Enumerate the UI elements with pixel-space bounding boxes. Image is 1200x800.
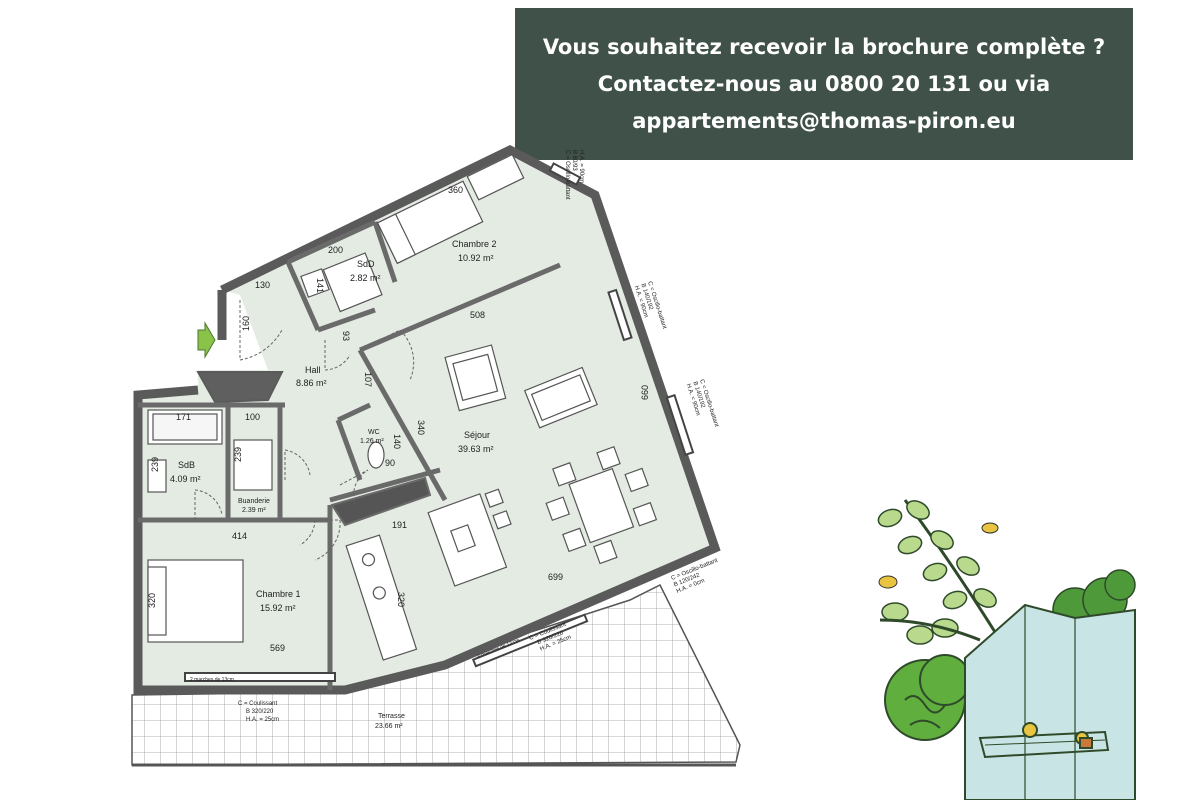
svg-text:C = Oscillo-battant: C = Oscillo-battant xyxy=(564,150,570,200)
room-name-buanderie: Buanderie xyxy=(238,498,270,505)
entry-arrow-icon xyxy=(197,321,216,359)
dining-table xyxy=(545,445,658,565)
room-name-sdb: SdB xyxy=(178,460,195,470)
dim-660: 660 xyxy=(640,385,650,400)
bee-icon xyxy=(878,522,999,589)
doors xyxy=(194,300,415,561)
svg-text:H.A. = 90cm: H.A. = 90cm xyxy=(578,150,584,183)
shower xyxy=(322,252,383,313)
sdd-sink xyxy=(300,268,330,298)
room-area-chambre1: 15.92 m² xyxy=(260,603,296,613)
laundry-machines xyxy=(233,439,273,491)
brochure-banner: Vous souhaitez recevoir la brochure comp… xyxy=(515,8,1133,160)
armchair xyxy=(444,344,507,412)
outer-walls xyxy=(133,144,721,695)
tree-icon xyxy=(884,654,971,741)
dim-171: 171 xyxy=(176,412,191,422)
dim-569: 569 xyxy=(270,643,285,653)
room-area-buanderie: 2.39 m² xyxy=(242,507,266,514)
svg-text:B 80/93: B 80/93 xyxy=(571,150,577,171)
room-name-sejour: Séjour xyxy=(464,430,490,440)
window-label-5: C = Coulissant B 320/220 H.A. = 25cm xyxy=(238,701,279,723)
apartment-floor xyxy=(138,150,715,690)
room-name-chambre1: Chambre 1 xyxy=(256,589,301,599)
sdb-sink xyxy=(147,459,167,493)
dim-160: 160 xyxy=(241,316,251,331)
glass-building xyxy=(964,603,1136,800)
window-label-3: C = Oscillo-battant B 140/192 H.A. = 90c… xyxy=(685,379,719,428)
banner-line-3: appartements@thomas-piron.eu xyxy=(632,108,1016,133)
steps-note-1: 2 marches de 13cm xyxy=(190,677,234,683)
dim-239b: 239 xyxy=(233,447,243,462)
dim-508: 508 xyxy=(470,310,485,320)
room-name-terrasse: Terrasse xyxy=(378,713,405,720)
dim-93: 93 xyxy=(341,331,351,341)
dim-141: 141 xyxy=(315,278,325,293)
room-area-hall: 8.86 m² xyxy=(296,378,327,388)
banner-line-1: Vous souhaitez recevoir la brochure comp… xyxy=(542,34,1106,59)
room-area-sdb: 4.09 m² xyxy=(170,474,201,484)
interior-walls xyxy=(138,219,561,690)
dim-191: 191 xyxy=(392,520,407,530)
dim-100: 100 xyxy=(245,412,260,422)
svg-text:H.A. = 25cm: H.A. = 25cm xyxy=(246,717,279,723)
dim-414: 414 xyxy=(232,531,247,541)
room-name-sdd: SdD xyxy=(357,259,375,269)
dim-107: 107 xyxy=(363,372,373,387)
room-area-terrasse: 23.66 m² xyxy=(375,723,403,730)
windows xyxy=(184,162,695,682)
room-area-sejour: 39.63 m² xyxy=(458,444,494,454)
kitchen-counter xyxy=(345,534,418,661)
sofa xyxy=(523,366,598,429)
room-name-hall: Hall xyxy=(305,365,321,375)
svg-text:C = Coulissant: C = Coulissant xyxy=(238,701,278,707)
kitchen-island xyxy=(427,488,512,587)
dim-239a: 239 xyxy=(150,457,160,472)
wardrobe-2 xyxy=(466,153,525,201)
dim-699: 699 xyxy=(548,572,563,582)
furniture xyxy=(147,153,658,661)
dim-140: 140 xyxy=(392,434,402,449)
dim-200: 200 xyxy=(328,245,343,255)
dim-340: 340 xyxy=(416,420,426,435)
toilet xyxy=(367,441,385,469)
banner-line-2: Contactez-nous au 0800 20 131 ou via xyxy=(597,71,1051,96)
room-area-chambre2: 10.92 m² xyxy=(458,253,494,263)
room-area-wc: 1.26 m² xyxy=(360,438,384,445)
single-bed xyxy=(376,180,484,265)
dim-320a: 320 xyxy=(147,593,157,608)
plant-illustration xyxy=(877,499,1136,800)
room-name-chambre2: Chambre 2 xyxy=(452,239,497,249)
dim-320b: 320 xyxy=(396,592,406,607)
dim-90: 90 xyxy=(385,458,395,468)
svg-text:B 320/220: B 320/220 xyxy=(246,709,274,715)
room-area-sdd: 2.82 m² xyxy=(350,273,381,283)
dim-130: 130 xyxy=(255,280,270,290)
window-label-1: C = Oscillo-battant B 80/93 H.A. = 90cm xyxy=(564,150,584,200)
room-name-wc: WC xyxy=(368,429,380,436)
dim-360: 360 xyxy=(448,185,463,195)
